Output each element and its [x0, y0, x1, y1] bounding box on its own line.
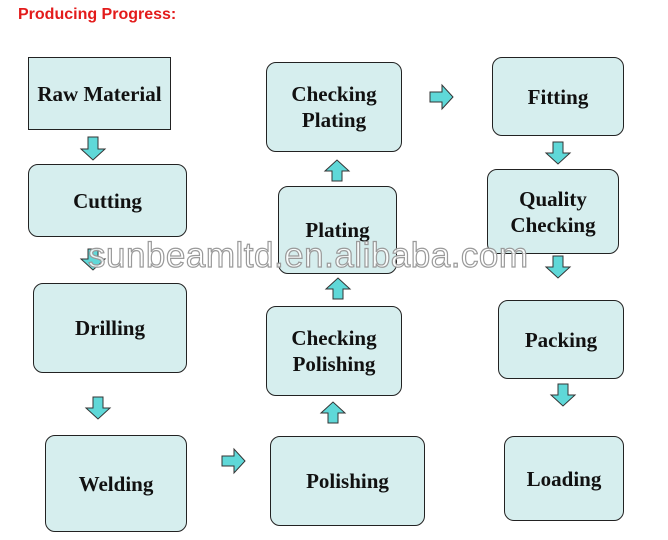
arrow-checking-plating-to-fitting	[429, 83, 454, 111]
step-quality-checking: Quality Checking	[487, 169, 619, 254]
arrow-welding-to-polishing	[221, 447, 246, 475]
step-checking-plating: Checking Plating	[266, 62, 402, 152]
step-polishing: Polishing	[270, 436, 425, 526]
step-packing: Packing	[498, 300, 624, 379]
step-fitting: Fitting	[492, 57, 624, 136]
arrow-drilling-to-welding	[84, 396, 112, 420]
arrow-plating-to-checking-plating	[323, 159, 351, 182]
step-checking-polishing: Checking Polishing	[266, 306, 402, 396]
arrow-fitting-to-quality	[544, 141, 572, 165]
step-loading: Loading	[504, 436, 624, 521]
watermark: sunbeamltd.en.alibaba.com	[87, 235, 529, 275]
arrow-quality-to-packing	[544, 255, 572, 279]
arrow-packing-to-loading	[549, 383, 577, 407]
arrow-polishing-to-checking-polishing	[319, 401, 347, 424]
step-welding: Welding	[45, 435, 187, 532]
arrow-checking-polishing-to-plating	[324, 277, 352, 300]
arrow-raw-to-cutting	[79, 136, 107, 161]
step-raw-material: Raw Material	[28, 57, 171, 130]
arrow-cutting-to-drilling	[79, 248, 107, 271]
step-plating: Plating	[278, 186, 397, 274]
page-title: Producing Progress:	[18, 6, 177, 23]
step-drilling: Drilling	[33, 283, 187, 373]
step-cutting: Cutting	[28, 164, 187, 237]
